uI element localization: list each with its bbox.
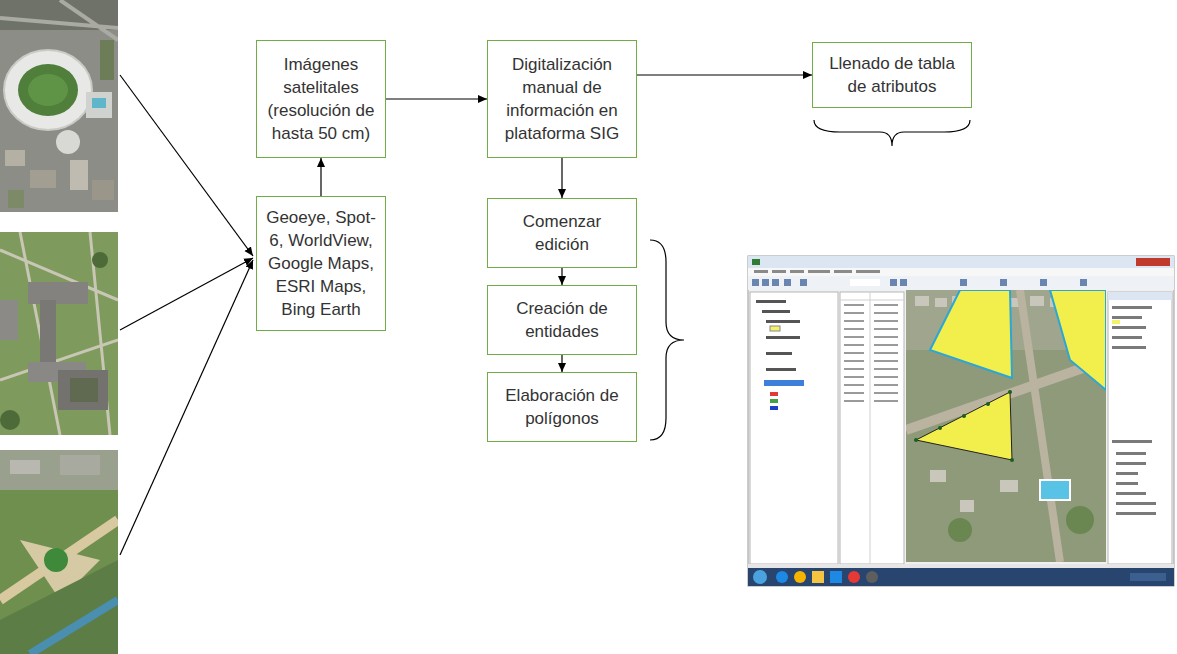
box-label: Comenzar edición bbox=[494, 210, 630, 256]
process-box: Geoeye, Spot-6, WorldView, Google Maps, … bbox=[256, 196, 386, 331]
flow-arrow bbox=[637, 74, 812, 75]
flow-arrow bbox=[320, 158, 321, 196]
flow-arrow bbox=[561, 268, 562, 285]
flow-arrow bbox=[561, 355, 562, 372]
box-label: Imágenes satelitales (resolución de hast… bbox=[263, 53, 379, 145]
process-box: Elaboración de polígonos bbox=[487, 372, 637, 442]
box-label: Llenado de tabla de atributos bbox=[819, 52, 965, 98]
flow-arrow bbox=[561, 158, 562, 198]
curly-brace bbox=[650, 240, 684, 440]
gis-screenshot bbox=[748, 256, 1174, 586]
flow-arrow bbox=[386, 98, 487, 99]
box-label: Geoeye, Spot-6, WorldView, Google Maps, … bbox=[263, 206, 379, 321]
process-box: Imágenes satelitales (resolución de hast… bbox=[256, 40, 386, 158]
process-box: Creación de entidades bbox=[487, 285, 637, 355]
satellite-photo bbox=[0, 450, 118, 654]
photo-arrows bbox=[120, 75, 253, 555]
process-box: Llenado de tabla de atributos bbox=[812, 42, 972, 108]
box-label: Digitalización manual de información en … bbox=[494, 53, 630, 145]
curly-brace bbox=[814, 120, 970, 146]
satellite-photo bbox=[0, 232, 118, 435]
box-label: Creación de entidades bbox=[494, 297, 630, 343]
process-box: Comenzar edición bbox=[487, 198, 637, 268]
satellite-photo bbox=[0, 0, 118, 212]
process-box: Digitalización manual de información en … bbox=[487, 40, 637, 158]
box-label: Elaboración de polígonos bbox=[494, 384, 630, 430]
